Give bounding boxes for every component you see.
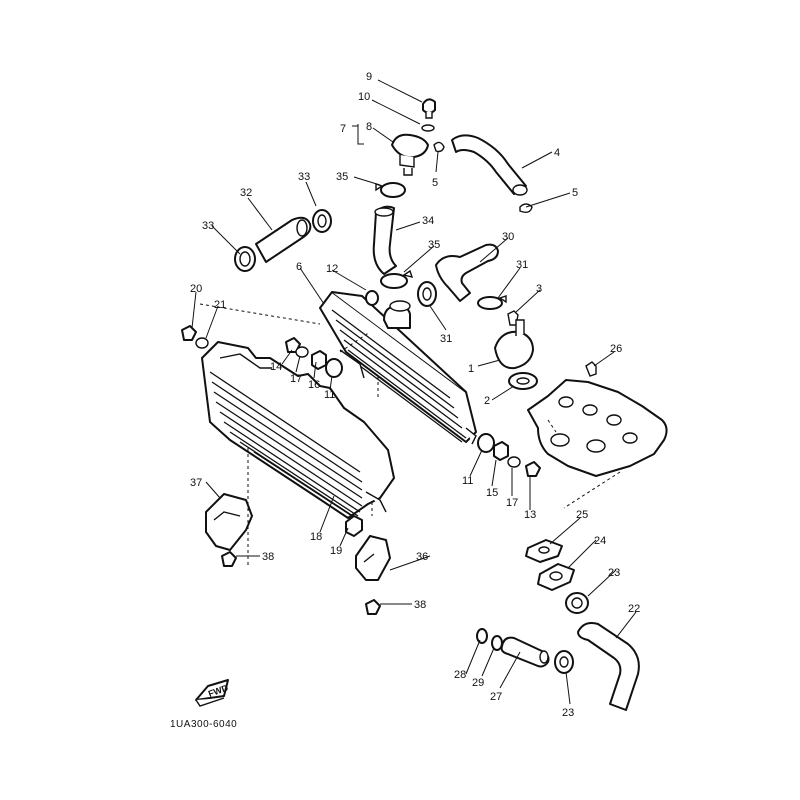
hose-clamp-31a[interactable]	[477, 295, 507, 310]
callout-33b: 33	[202, 220, 214, 232]
callout-15: 15	[486, 487, 498, 499]
callout-18: 18	[310, 531, 322, 543]
washer-10[interactable]	[421, 124, 435, 132]
callout-11b: 11	[462, 475, 473, 487]
grommet-11b[interactable]	[477, 433, 495, 453]
callout-34: 34	[422, 215, 434, 227]
callout-31b: 31	[440, 333, 452, 345]
callout-27: 27	[490, 691, 502, 703]
callout-36: 36	[416, 551, 428, 563]
callout-38b: 38	[414, 599, 426, 611]
callout-24: 24	[594, 535, 606, 547]
grommet-11a[interactable]	[325, 358, 343, 378]
callout-5a: 5	[432, 177, 438, 189]
radiator-hose-4[interactable]	[451, 134, 528, 196]
callout-4: 4	[554, 147, 560, 159]
bolt-38a[interactable]	[221, 551, 237, 567]
callout-2: 2	[484, 395, 490, 407]
hose-clamp-35b[interactable]	[380, 269, 414, 289]
callout-12: 12	[326, 263, 338, 275]
hose-clamp-33a[interactable]	[312, 209, 332, 233]
callout-23b: 23	[562, 707, 574, 719]
radiator-cap-bolt[interactable]	[422, 98, 436, 119]
callout-3: 3	[536, 283, 542, 295]
callout-11a: 11	[324, 389, 335, 401]
radiator-18[interactable]	[201, 341, 395, 519]
callout-26: 26	[610, 343, 622, 355]
thermostat-cover-1[interactable]	[494, 319, 534, 370]
callout-1: 1	[468, 363, 474, 375]
callout-23a: 23	[608, 567, 620, 579]
callout-33a: 33	[298, 171, 310, 183]
hose-34[interactable]	[372, 205, 397, 275]
callout-9: 9	[366, 71, 372, 83]
diagram-code: 1UA300-6040	[170, 719, 237, 730]
callout-17b: 17	[506, 497, 518, 509]
collar-15[interactable]	[493, 441, 509, 461]
pipe-27[interactable]	[500, 636, 550, 668]
collar-16[interactable]	[311, 350, 327, 370]
washer-17a[interactable]	[295, 346, 309, 358]
bracket-37[interactable]	[205, 493, 253, 551]
callout-38a: 38	[262, 551, 274, 563]
callout-14: 14	[270, 361, 282, 373]
bracket-36[interactable]	[355, 535, 391, 581]
callout-8: 8	[366, 121, 372, 133]
hose-clamp-23a[interactable]	[565, 592, 589, 614]
gasket-25[interactable]	[525, 539, 563, 563]
hose-clamp-33b[interactable]	[234, 246, 256, 272]
o-ring-28[interactable]	[476, 628, 488, 644]
hose-clamp-31b[interactable]	[417, 281, 437, 307]
callout-5b: 5	[572, 187, 578, 199]
callout-20: 20	[190, 283, 202, 295]
washer-21[interactable]	[195, 337, 209, 349]
joint-24[interactable]	[537, 563, 575, 591]
hose-30[interactable]	[435, 243, 499, 302]
callout-19: 19	[330, 545, 342, 557]
callout-21: 21	[214, 299, 226, 311]
callout-6: 6	[296, 261, 302, 273]
fwd-arrow-icon: FWD	[195, 679, 230, 707]
callout-29: 29	[472, 677, 484, 689]
hose-clamp-35a[interactable]	[375, 182, 406, 198]
callout-28: 28	[454, 669, 466, 681]
thermostat-2[interactable]	[508, 372, 538, 390]
bolt-20[interactable]	[181, 325, 197, 341]
callout-35a: 35	[336, 171, 348, 183]
callout-35b: 35	[428, 239, 440, 251]
callout-31a: 31	[516, 259, 528, 271]
callout-10: 10	[358, 91, 370, 103]
callout-22: 22	[628, 603, 640, 615]
callout-32: 32	[240, 187, 252, 199]
callouts: 9 10 7 8 5 4 5 35 32 33 34 33 35 30 6 12…	[190, 71, 640, 719]
bolt-38b[interactable]	[365, 599, 381, 615]
collar-19[interactable]	[345, 515, 363, 537]
cylinder-head-outline	[527, 379, 668, 477]
filler-cap-assembly[interactable]	[391, 133, 429, 176]
callout-7: 7	[340, 123, 346, 135]
callout-37: 37	[190, 477, 202, 489]
callout-30: 30	[502, 231, 514, 243]
hose-clamp-23b[interactable]	[554, 650, 574, 674]
callout-13: 13	[524, 509, 536, 521]
bolt-13[interactable]	[525, 461, 541, 477]
callout-25: 25	[576, 509, 588, 521]
leader-lines	[191, 79, 637, 705]
washer-17b[interactable]	[507, 456, 521, 468]
hose-32[interactable]	[255, 216, 312, 263]
hose-22[interactable]	[577, 622, 640, 711]
hose-clamp-5a[interactable]	[433, 141, 445, 153]
grommet-12[interactable]	[365, 290, 379, 306]
callout-16: 16	[308, 379, 320, 391]
bolt-26[interactable]	[585, 361, 597, 377]
callout-17a: 17	[290, 373, 302, 385]
radiator-6[interactable]	[319, 291, 477, 445]
